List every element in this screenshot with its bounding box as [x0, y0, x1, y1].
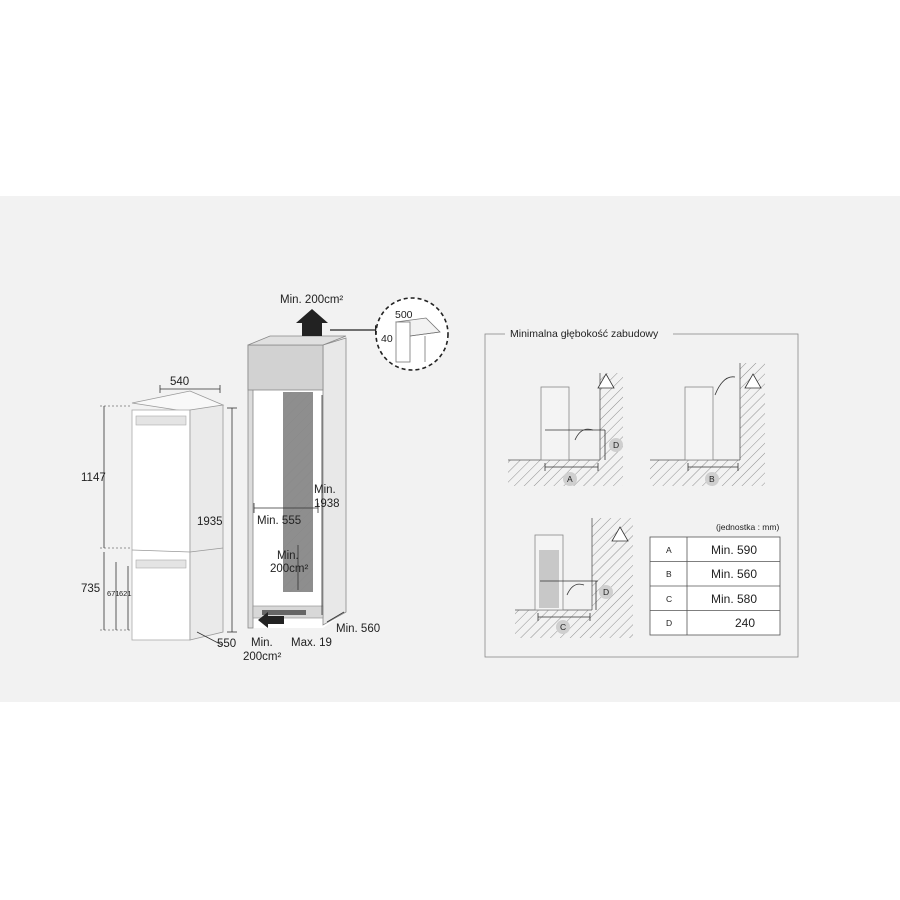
fridge-621-label: 621 [119, 589, 132, 598]
fridge-top-height-label: 1147 [81, 472, 106, 484]
fridge-drawing [100, 385, 237, 646]
diagram-a [508, 373, 623, 486]
vent-top-label: Min. 200cm² [280, 294, 343, 306]
marker-b: B [709, 474, 715, 484]
marker-a: A [567, 474, 573, 484]
vent-mid-label-2: 200cm² [270, 563, 309, 575]
min-height-label-2: 1938 [314, 498, 340, 510]
marker-d-1: D [613, 440, 619, 450]
zoom-height-label: 40 [381, 333, 393, 345]
fridge-total-height-label: 1935 [197, 516, 223, 528]
table-value-a: Min. 590 [711, 543, 757, 557]
dimension-table [649, 536, 781, 636]
fridge-bottom-height-label: 735 [81, 583, 100, 595]
marker-d-2: D [603, 587, 609, 597]
panel-title: Minimalna głębokość zabudowy [510, 328, 659, 340]
table-value-b: Min. 560 [711, 567, 757, 581]
vent-bottom-label-1: Min. [251, 637, 273, 649]
fridge-depth-label: 550 [217, 638, 236, 650]
fridge-width-label: 540 [170, 376, 189, 388]
min-depth-label: Min. 560 [336, 623, 380, 635]
zoom-width-label: 500 [395, 309, 413, 321]
table-key-c: C [666, 594, 672, 604]
vent-mid-label-1: Min. [277, 550, 299, 562]
table-value-c: Min. 580 [711, 592, 757, 606]
max-gap-label: Max. 19 [291, 637, 332, 649]
table-key-b: B [666, 569, 672, 579]
diagram-c [515, 518, 633, 638]
vent-bottom-label-2: 200cm² [243, 651, 282, 663]
niche-drawing [247, 297, 449, 629]
marker-c: C [560, 622, 566, 632]
panel-title-bg [505, 326, 673, 340]
table-value-d: 240 [735, 616, 755, 630]
table-key-a: A [666, 545, 672, 555]
min-height-label-1: Min. [314, 484, 336, 496]
table-key-d: D [666, 618, 672, 628]
min-width-label: Min. 555 [257, 515, 301, 527]
unit-note: (jednostka : mm) [716, 522, 779, 532]
diagram-b [650, 363, 765, 486]
fridge-671-label: 671 [107, 589, 120, 598]
